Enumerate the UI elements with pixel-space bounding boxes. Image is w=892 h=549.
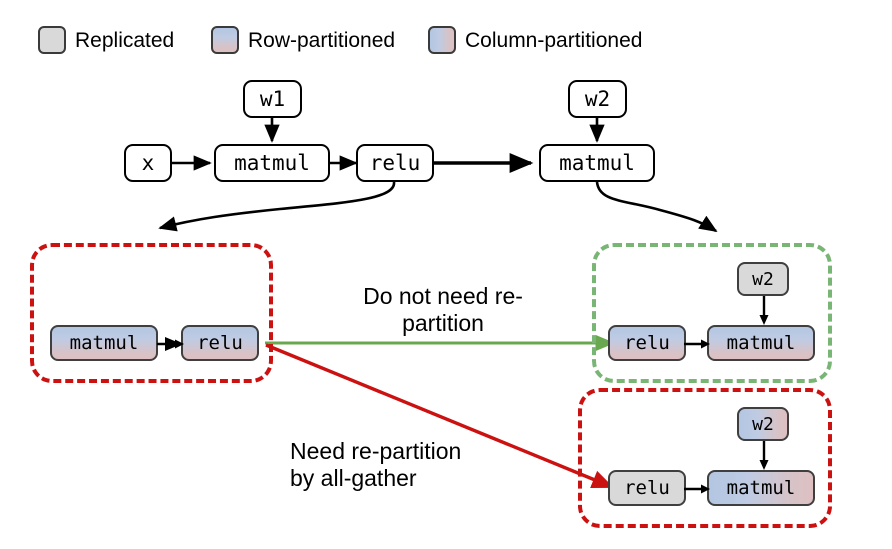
- green-group-node-relu[interactable]: relu: [608, 325, 686, 361]
- green-group-edge-relu-to-matmul: [684, 339, 710, 349]
- red-group-node-w2[interactable]: w2: [737, 407, 789, 441]
- node-w2[interactable]: w2: [568, 80, 627, 118]
- green-group-node-matmul[interactable]: matmul: [707, 325, 815, 361]
- group-right-bottom-red-dashed: [578, 388, 832, 528]
- node-matmul-1[interactable]: matmul: [214, 144, 330, 182]
- legend-label-column-partitioned: Column-partitioned: [465, 28, 643, 52]
- legend-item-column-partitioned: Column-partitioned: [428, 26, 642, 54]
- red-group-node-matmul[interactable]: matmul: [707, 470, 815, 506]
- group-left-red-dashed: [30, 243, 273, 383]
- red-group-edge-w2-to-matmul: [759, 441, 769, 470]
- left-group-node-relu[interactable]: relu: [181, 325, 259, 361]
- annotation-need-repartition: Need re-partition by all-gather: [290, 438, 462, 492]
- legend-item-row-partitioned: Row-partitioned: [211, 26, 395, 54]
- green-group-node-w2[interactable]: w2: [737, 262, 789, 296]
- red-group-edge-relu-to-matmul: [684, 484, 710, 494]
- row-partitioned-swatch: [211, 26, 239, 54]
- replicated-swatch: [38, 26, 66, 54]
- left-group-edge-matmul-to-relu: [157, 336, 184, 352]
- node-relu[interactable]: relu: [356, 144, 434, 182]
- legend-item-replicated: Replicated: [38, 26, 174, 54]
- edge-matmul2-to-right-group: [595, 181, 718, 233]
- legend-label-replicated: Replicated: [75, 28, 175, 52]
- group-right-top-green-dashed: [592, 243, 832, 383]
- left-group-node-matmul[interactable]: matmul: [50, 325, 158, 361]
- legend-label-row-partitioned: Row-partitioned: [248, 28, 396, 52]
- edge-relu-to-left-group: [158, 181, 396, 232]
- node-x[interactable]: x: [124, 144, 172, 182]
- node-w1[interactable]: w1: [243, 80, 302, 118]
- red-group-node-relu[interactable]: relu: [608, 470, 686, 506]
- annotation-no-repartition: Do not need re- partition: [363, 283, 523, 337]
- node-matmul-2[interactable]: matmul: [539, 144, 655, 182]
- column-partitioned-swatch: [428, 26, 456, 54]
- green-group-edge-w2-to-matmul: [759, 296, 769, 325]
